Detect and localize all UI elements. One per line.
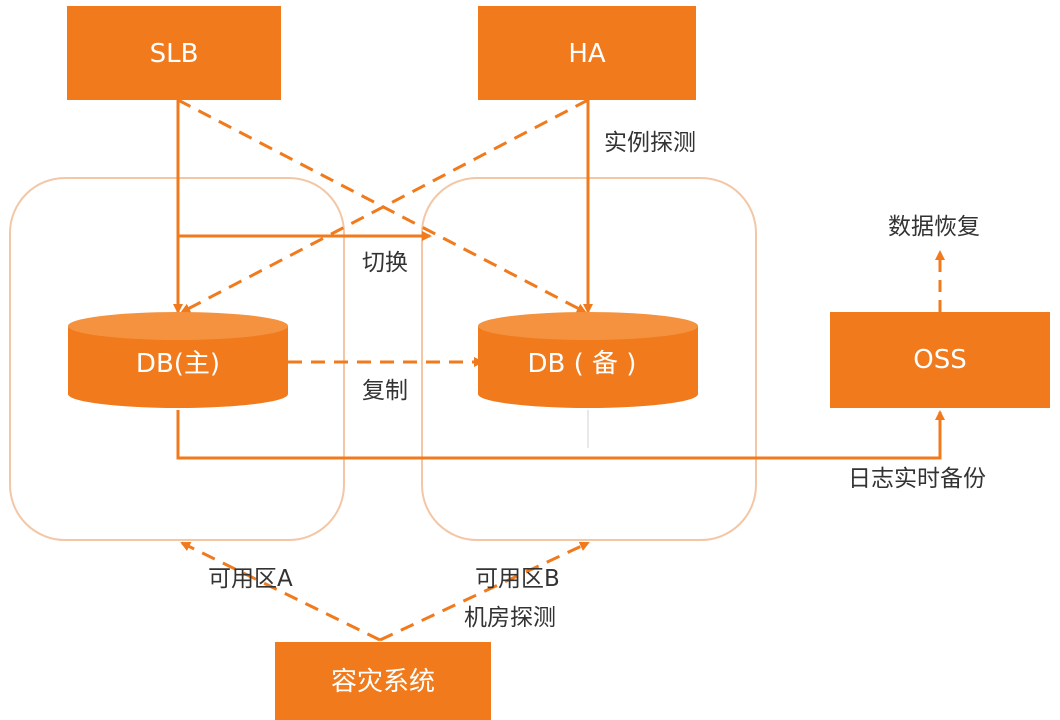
slb-to-db-standby-edge bbox=[177, 98, 587, 314]
dr-to-zone-b-edge bbox=[379, 541, 590, 642]
db-standby-node bbox=[478, 312, 698, 408]
log-backup-edge bbox=[176, 410, 945, 460]
ha-label: HA bbox=[568, 39, 606, 69]
db-primary-label: DB(主) bbox=[136, 349, 220, 379]
switchover-label: 切换 bbox=[362, 250, 408, 276]
db-standby-label: DB ( 备 ) bbox=[528, 349, 637, 379]
dr-to-zone-a-edge bbox=[180, 541, 381, 642]
db-primary-node bbox=[68, 312, 288, 408]
slb-label: SLB bbox=[150, 39, 199, 69]
oss-label: OSS bbox=[913, 345, 966, 375]
zone-b-label: 可用区B bbox=[475, 566, 560, 592]
replication-label: 复制 bbox=[362, 378, 408, 404]
ha-to-db-primary-edge bbox=[180, 98, 589, 314]
dr-system-label: 容灾系统 bbox=[331, 667, 435, 697]
dr-system-node bbox=[275, 642, 491, 720]
datacenter-probe-label: 机房探测 bbox=[464, 605, 556, 631]
instance-probe-label: 实例探测 bbox=[604, 130, 696, 156]
oss-node bbox=[830, 312, 1050, 408]
data-recovery-label: 数据恢复 bbox=[888, 214, 980, 240]
log-backup-label: 日志实时备份 bbox=[848, 466, 986, 492]
zone-a-label: 可用区A bbox=[208, 566, 293, 592]
ha-node bbox=[478, 6, 696, 100]
slb-node bbox=[67, 6, 281, 100]
